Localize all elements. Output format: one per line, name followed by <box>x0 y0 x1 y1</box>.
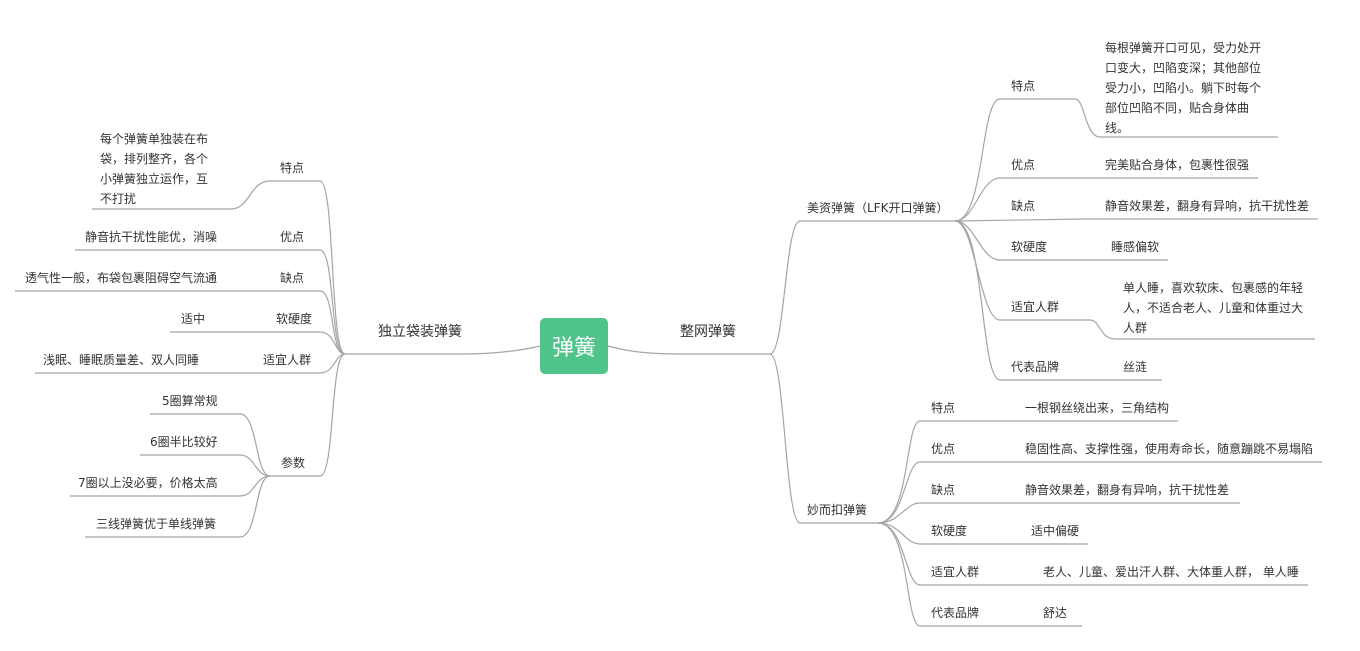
meizi-pros-text[interactable]: 完美贴合身体，包裹性很强 <box>1105 158 1250 172</box>
link-meizi-pros <box>954 177 1085 222</box>
left-audience-text[interactable]: 浅眠、睡眠质量差、双人同睡 <box>43 353 200 367</box>
branch-independent-pocket-spring[interactable]: 独立袋装弹簧 <box>378 324 462 340</box>
link-root-left <box>345 345 541 355</box>
miaoer-audience-text[interactable]: 老人、儿童、爱出汗人群、大体重人群， 单人睡 <box>1043 565 1299 579</box>
meizi-firmness-text[interactable]: 睡感偏软 <box>1111 240 1160 254</box>
link-meizi-features-leaf <box>1074 98 1278 138</box>
meizi-audience-label[interactable]: 适宜人群 <box>1011 300 1060 314</box>
link-meizi-audience-leaf <box>1089 319 1315 340</box>
miaoer-audience-label[interactable]: 适宜人群 <box>931 565 980 579</box>
meizi-pros-label[interactable]: 优点 <box>1011 158 1036 172</box>
miaoer-pros-label[interactable]: 优点 <box>931 442 956 456</box>
meizi-brand-label[interactable]: 代表品牌 <box>1011 360 1060 374</box>
miaoer-spring-label[interactable]: 妙而扣弹簧 <box>807 503 868 517</box>
link-param-3 <box>70 475 271 497</box>
link-right-meizi <box>769 220 955 355</box>
link-param-1 <box>150 413 271 477</box>
meizi-features-text[interactable]: 每根弹簧开口可见，受力处开口变大，凹陷变深；其他部位受力小，凹陷小。躺下时每个部… <box>1105 41 1262 135</box>
link-param-2 <box>140 454 271 477</box>
left-firmness-text[interactable]: 适中 <box>181 312 206 326</box>
param-item[interactable]: 7圈以上没必要，价格太高 <box>78 476 218 490</box>
link-meizi-brand <box>954 220 1100 381</box>
left-params-label[interactable]: 参数 <box>281 456 306 470</box>
link-left-features <box>270 180 346 355</box>
meizi-spring-label[interactable]: 美资弹簧（LFK开口弹簧） <box>807 201 949 215</box>
link-left-pros <box>270 249 346 355</box>
link-left-features-leaf <box>92 180 271 210</box>
left-audience-label[interactable]: 适宜人群 <box>263 353 312 367</box>
meizi-cons-text[interactable]: 静音效果差，翻身有异响，抗干扰性差 <box>1105 199 1310 213</box>
meizi-audience-text[interactable]: 单人睡，喜欢软床、包裹感的年轻人，不适合老人、儿童和体重过大人群 <box>1123 281 1304 335</box>
param-item[interactable]: 三线弹簧优于单线弹簧 <box>96 517 217 531</box>
miaoer-brand-label[interactable]: 代表品牌 <box>931 606 980 620</box>
link-right-miaoer <box>769 353 878 524</box>
miaoer-brand-text[interactable]: 舒达 <box>1043 606 1068 620</box>
branch-continuous-spring[interactable]: 整网弹簧 <box>680 324 736 340</box>
left-cons-text[interactable]: 透气性一般，布袋包裹阻碍空气流通 <box>25 271 218 285</box>
link-miaoer-brand <box>877 522 1030 627</box>
link-meizi-audience <box>954 220 1090 321</box>
left-features-text[interactable]: 每个弹簧单独装在布袋，排列整齐，各个小弹簧独立运作，互不打扰 <box>100 132 209 206</box>
miaoer-firmness-text[interactable]: 适中偏硬 <box>1031 524 1080 538</box>
miaoer-features-text[interactable]: 一根钢丝绕出来，三角结构 <box>1025 401 1170 415</box>
link-left-audience <box>255 353 346 374</box>
param-item[interactable]: 5圈算常规 <box>162 394 218 408</box>
meizi-firmness-label[interactable]: 软硬度 <box>1011 240 1048 254</box>
link-param-4 <box>85 475 271 538</box>
link-meizi-firmness <box>954 220 1090 261</box>
link-miaoer-cons <box>877 502 1010 524</box>
root-node[interactable]: 弹簧 <box>540 318 608 374</box>
link-miaoer-pros <box>877 461 1005 524</box>
left-cons-label[interactable]: 缺点 <box>280 271 305 285</box>
miaoer-pros-text[interactable]: 稳固性高、支撑性强，使用寿命长，随意蹦跳不易塌陷 <box>1025 442 1314 456</box>
left-pros-text[interactable]: 静音抗干扰性能优，消噪 <box>85 230 218 244</box>
meizi-brand-text[interactable]: 丝涟 <box>1123 360 1148 374</box>
link-root-right <box>607 345 770 355</box>
link-meizi-cons <box>954 218 1086 222</box>
miaoer-firmness-label[interactable]: 软硬度 <box>931 524 968 538</box>
miaoer-cons-text[interactable]: 静音效果差，翻身有异响，抗干扰性差 <box>1025 483 1230 497</box>
left-firmness-label[interactable]: 软硬度 <box>276 312 313 326</box>
link-meizi-features <box>954 98 1075 222</box>
link-left-firmness <box>260 331 346 355</box>
left-pros-label[interactable]: 优点 <box>280 230 305 244</box>
link-miaoer-features <box>877 420 1010 524</box>
left-features-label[interactable]: 特点 <box>280 161 305 175</box>
link-left-params <box>270 353 346 477</box>
miaoer-features-label[interactable]: 特点 <box>931 401 956 415</box>
miaoer-cons-label[interactable]: 缺点 <box>931 483 956 497</box>
meizi-cons-label[interactable]: 缺点 <box>1011 199 1036 213</box>
param-item[interactable]: 6圈半比较好 <box>150 435 218 449</box>
meizi-features-label[interactable]: 特点 <box>1011 79 1036 93</box>
